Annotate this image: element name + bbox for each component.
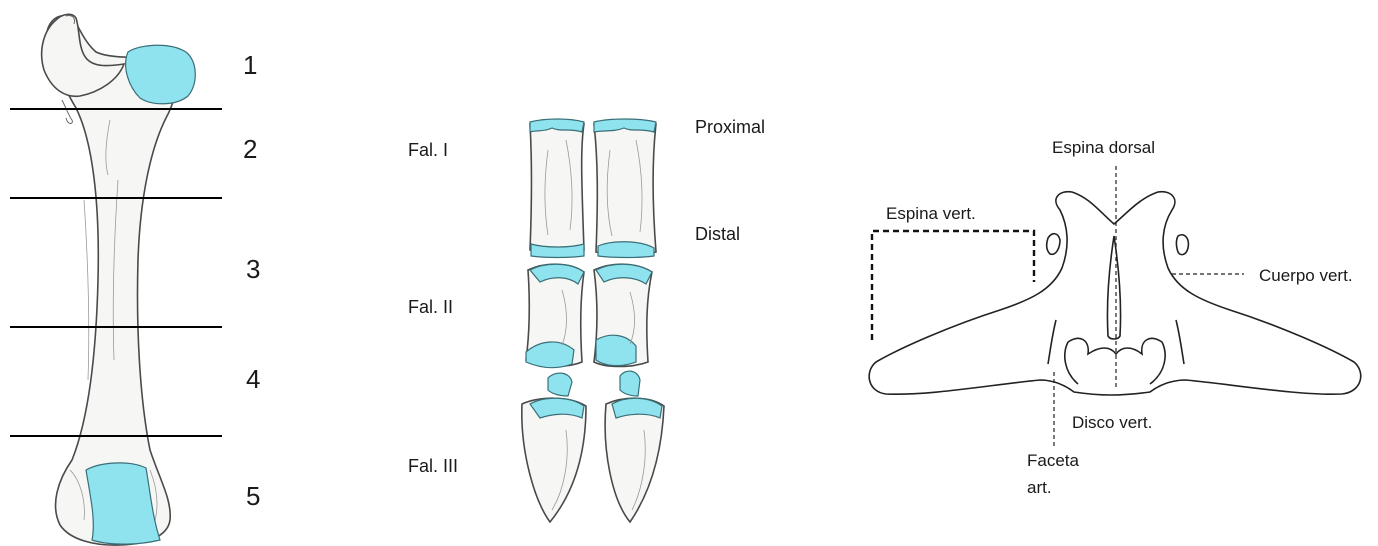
label-fal-i: Fal. I [408, 140, 448, 161]
phalanx-3-left-tubercle-cartilage [548, 373, 572, 396]
espina-vert-bracket [872, 231, 1034, 340]
label-distal: Distal [695, 224, 740, 245]
phalanx-1-left [530, 121, 584, 253]
phalanx-3-left [522, 398, 586, 522]
phalanx-1-right [594, 121, 656, 255]
vertebral-canal [1107, 236, 1120, 339]
label-fal-ii: Fal. II [408, 297, 453, 318]
label-disco-vert: Disco vert. [1072, 413, 1152, 433]
label-proximal: Proximal [695, 117, 765, 138]
label-fal-iii: Fal. III [408, 456, 458, 477]
label-espina-vert: Espina vert. [886, 204, 976, 224]
phalanx-3-right-tubercle-cartilage [620, 371, 640, 396]
phalanx-1-right-distal-cartilage [598, 242, 654, 258]
label-espina-dorsal: Espina dorsal [1052, 138, 1155, 158]
label-faceta-line-2: art. [1027, 478, 1052, 498]
phalanx-2-right-distal-cartilage [596, 335, 636, 365]
label-faceta-line-1: Faceta [1027, 451, 1079, 471]
label-cuerpo-vert: Cuerpo vert. [1259, 266, 1353, 286]
